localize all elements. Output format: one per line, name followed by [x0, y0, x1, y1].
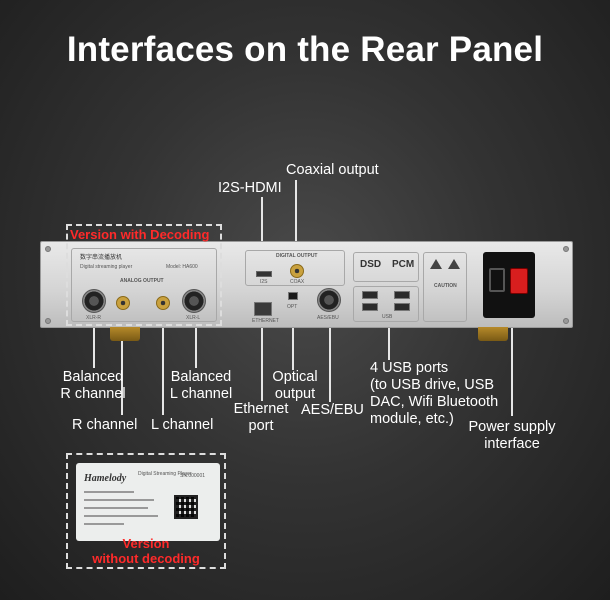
- device-foot: [478, 327, 508, 341]
- balanced-r-label: Balanced R channel: [60, 369, 126, 402]
- plate-serial: SN:000001: [180, 473, 206, 479]
- usb-caption: USB: [382, 314, 393, 320]
- i2s-hdmi-label: I2S-HDMI: [218, 180, 282, 196]
- format-section: DSD PCM: [353, 252, 419, 282]
- nameplate: Hamelody Digital Streaming Player SN:000…: [76, 463, 220, 541]
- leader-usb: [388, 320, 390, 360]
- plate-brand: Hamelody: [84, 473, 127, 484]
- ethernet-port[interactable]: [254, 302, 272, 316]
- panel-model: Model: HA600: [166, 264, 198, 270]
- ethernet-label: Ethernet port: [233, 401, 289, 434]
- leader-balanced-l: [195, 310, 197, 368]
- usb-port[interactable]: [394, 291, 410, 299]
- power-socket[interactable]: [489, 268, 505, 292]
- screw: [45, 246, 51, 252]
- rear-panel: 数字串流播放机 Digital streaming player Model: …: [40, 241, 573, 328]
- i2s-hdmi-port[interactable]: [256, 271, 272, 277]
- with-decoding-callout: [66, 224, 222, 326]
- aes-ebu-connector[interactable]: [317, 288, 341, 312]
- ethernet-caption: ETHERNET: [252, 318, 279, 324]
- r-channel-label: R channel: [72, 417, 138, 433]
- plate-text-lines: [84, 491, 164, 525]
- caution-section: CAUTION: [423, 252, 467, 322]
- plate-product: Digital Streaming Player: [138, 471, 192, 477]
- rca-l-connector[interactable]: [156, 296, 170, 310]
- l-channel-label: L channel: [151, 417, 214, 433]
- usb-ports-label: 4 USB ports (to USB drive, USB DAC, Wifi…: [370, 360, 499, 427]
- without-decoding-label: Version without decoding: [92, 536, 200, 566]
- usb-section: USB: [353, 286, 419, 322]
- leader-coaxial: [295, 180, 297, 266]
- analog-output-label: ANALOG OUTPUT: [120, 278, 164, 284]
- leader-hdmi: [261, 197, 263, 265]
- aesebu-caption: AES/EBU: [317, 315, 339, 321]
- pcm-logo: PCM: [392, 259, 415, 270]
- optical-label: Optical output: [272, 369, 318, 402]
- without-decoding-callout: [66, 453, 226, 569]
- xlr-l-connector[interactable]: [182, 289, 206, 313]
- xlr-r-caption: XLR-R: [86, 315, 102, 321]
- opt-caption: OPT: [287, 304, 298, 310]
- leader-power: [511, 310, 513, 416]
- with-decoding-label: Version with Decoding: [70, 227, 210, 242]
- power-inlet: [483, 252, 535, 318]
- screw: [45, 318, 51, 324]
- leader-balanced-r: [93, 310, 95, 368]
- leader-optical: [292, 300, 294, 370]
- usb-port[interactable]: [394, 303, 410, 311]
- caution-label: CAUTION: [434, 283, 457, 289]
- qr-code-icon: [174, 495, 198, 519]
- hdmi-caption: I2S: [260, 279, 268, 285]
- warning-icon: [448, 259, 460, 269]
- panel-chinese-name: 数字串流播放机: [80, 255, 123, 261]
- dsd-logo: DSD: [360, 259, 382, 270]
- xlr-l-caption: XLR-L: [186, 315, 201, 321]
- coax-caption: COAX: [290, 279, 305, 285]
- coax-connector[interactable]: [290, 264, 304, 278]
- page-title: Interfaces on the Rear Panel: [66, 30, 544, 69]
- digital-output-label: DIGITAL OUTPUT: [276, 253, 318, 259]
- device-foot: [110, 327, 140, 341]
- power-switch[interactable]: [510, 268, 528, 294]
- leader-aes: [329, 312, 331, 402]
- digital-output-section: DIGITAL OUTPUT I2S COAX: [245, 250, 345, 286]
- analog-section: 数字串流播放机 Digital streaming player Model: …: [71, 248, 217, 322]
- power-supply-label: Power supply interface: [468, 419, 556, 452]
- xlr-r-connector[interactable]: [82, 289, 106, 313]
- usb-port[interactable]: [362, 303, 378, 311]
- leader-r-channel: [121, 310, 123, 415]
- screw: [563, 246, 569, 252]
- optical-port[interactable]: [288, 292, 298, 300]
- coaxial-output-label: Coaxial output: [286, 162, 379, 178]
- usb-port[interactable]: [362, 291, 378, 299]
- balanced-l-label: Balanced L channel: [169, 369, 233, 402]
- leader-ethernet: [261, 316, 263, 401]
- panel-subtitle: Digital streaming player: [80, 264, 133, 270]
- screw: [563, 318, 569, 324]
- rca-r-connector[interactable]: [116, 296, 130, 310]
- leader-l-channel: [162, 310, 164, 415]
- warning-icon: [430, 259, 442, 269]
- aes-ebu-label: AES/EBU: [301, 402, 364, 418]
